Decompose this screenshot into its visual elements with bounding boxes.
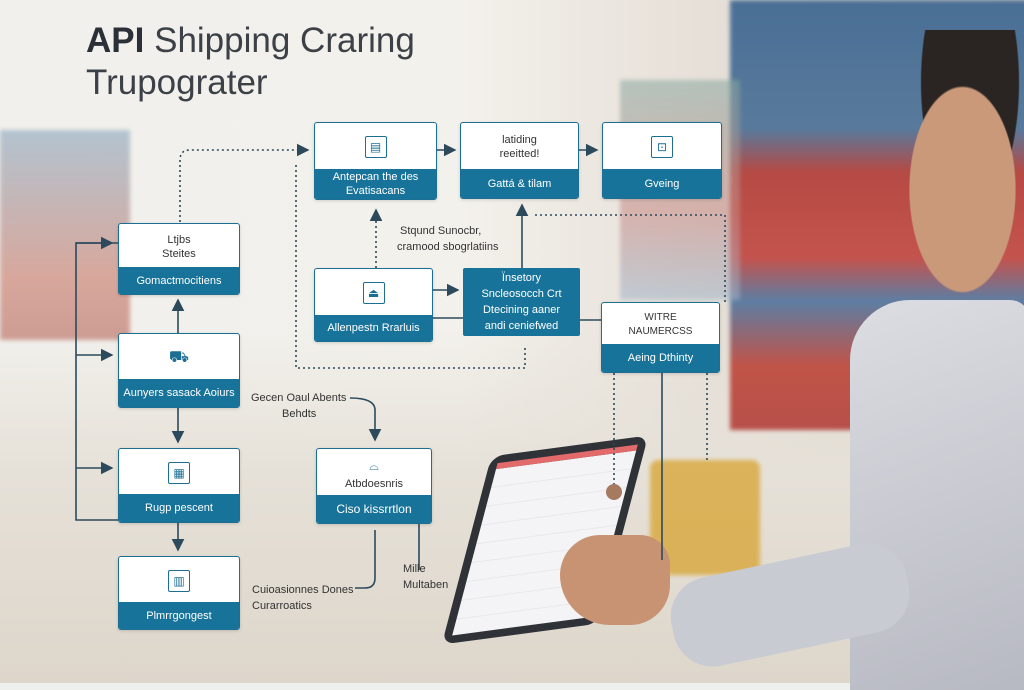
box-label: Ciso kissrrtlon xyxy=(336,502,412,516)
box-aeing-dthinty[interactable]: WITRE NAUMERCSS Aeing Dthinty xyxy=(601,302,720,373)
map-icon: ▦ xyxy=(168,461,190,484)
title-line1: Shipping Craring xyxy=(154,21,415,60)
title-line2: Trupograter xyxy=(86,63,268,102)
box-rugp-pescent[interactable]: ▦ Rugp pescent xyxy=(118,448,240,523)
title-api: API xyxy=(86,21,145,60)
box-label: Aeing Dthinty xyxy=(627,352,694,364)
box-text: reeitted! xyxy=(499,148,540,160)
box-label: Gveing xyxy=(644,177,680,190)
box-text: Ltjbs xyxy=(167,233,191,246)
box-label: Allenpestn Rrarluis xyxy=(327,322,420,334)
forklift-icon: ⛟ xyxy=(168,348,190,366)
box-label: Evatisacans xyxy=(345,185,406,197)
box-ciso-kissrrtlon[interactable]: ⌓ Atbdoesnris Ciso kissrrtlon xyxy=(316,448,432,524)
box-text: latiding xyxy=(502,134,537,146)
calculator-icon: ▥ xyxy=(168,569,190,592)
box-gveing[interactable]: ⊡ Gveing xyxy=(602,122,722,199)
hand xyxy=(560,535,670,625)
box-text: Steites xyxy=(162,247,196,260)
box-label: Gattá & tilam xyxy=(487,177,552,190)
box-text: Atbdoesnris xyxy=(344,478,404,490)
package-icon: ⌓ xyxy=(369,459,379,473)
page-title: API Shipping Craring Trupograter xyxy=(86,20,415,104)
box-inventory[interactable]: Ïnsetory Sncleosocch Crt Dtecining aaner… xyxy=(463,268,580,336)
box-label: Antepcan the des xyxy=(332,171,419,183)
box-label: Gomactmocitiens xyxy=(136,274,222,287)
ship-icon: ⏏ xyxy=(362,282,385,304)
box-label: Plmrrgongest xyxy=(146,609,212,622)
document-icon: ▤ xyxy=(364,136,387,158)
person xyxy=(880,30,1024,320)
box-label: Aunyers sasack Aoiurs xyxy=(123,387,235,399)
container-stack-left xyxy=(0,130,130,340)
box-aunyers[interactable]: ⛟ Aunyers sasack Aoiurs xyxy=(118,333,240,408)
book-icon: ⊡ xyxy=(651,136,673,158)
box-gatta-tilam[interactable]: latiding reeitted! Gattá & tilam xyxy=(460,122,579,199)
box-text: Dtecining aaner xyxy=(482,304,561,316)
box-text: Ïnsetory xyxy=(501,272,542,284)
box-plmrrgongest[interactable]: ▥ Plmrrgongest xyxy=(118,556,240,630)
box-text: NAUMERCSS xyxy=(628,325,693,337)
box-text: WITRE xyxy=(644,311,677,323)
box-allenpestn[interactable]: ⏏ Allenpestn Rrarluis xyxy=(314,268,433,342)
annotation-stqund: Stqund Sunocbr,cramood sbogrlatiins xyxy=(397,225,499,253)
box-text: Sncleosocch Crt xyxy=(481,288,562,300)
box-text: andi ceniefwed xyxy=(484,320,559,332)
box-label: Rugp pescent xyxy=(145,502,213,514)
